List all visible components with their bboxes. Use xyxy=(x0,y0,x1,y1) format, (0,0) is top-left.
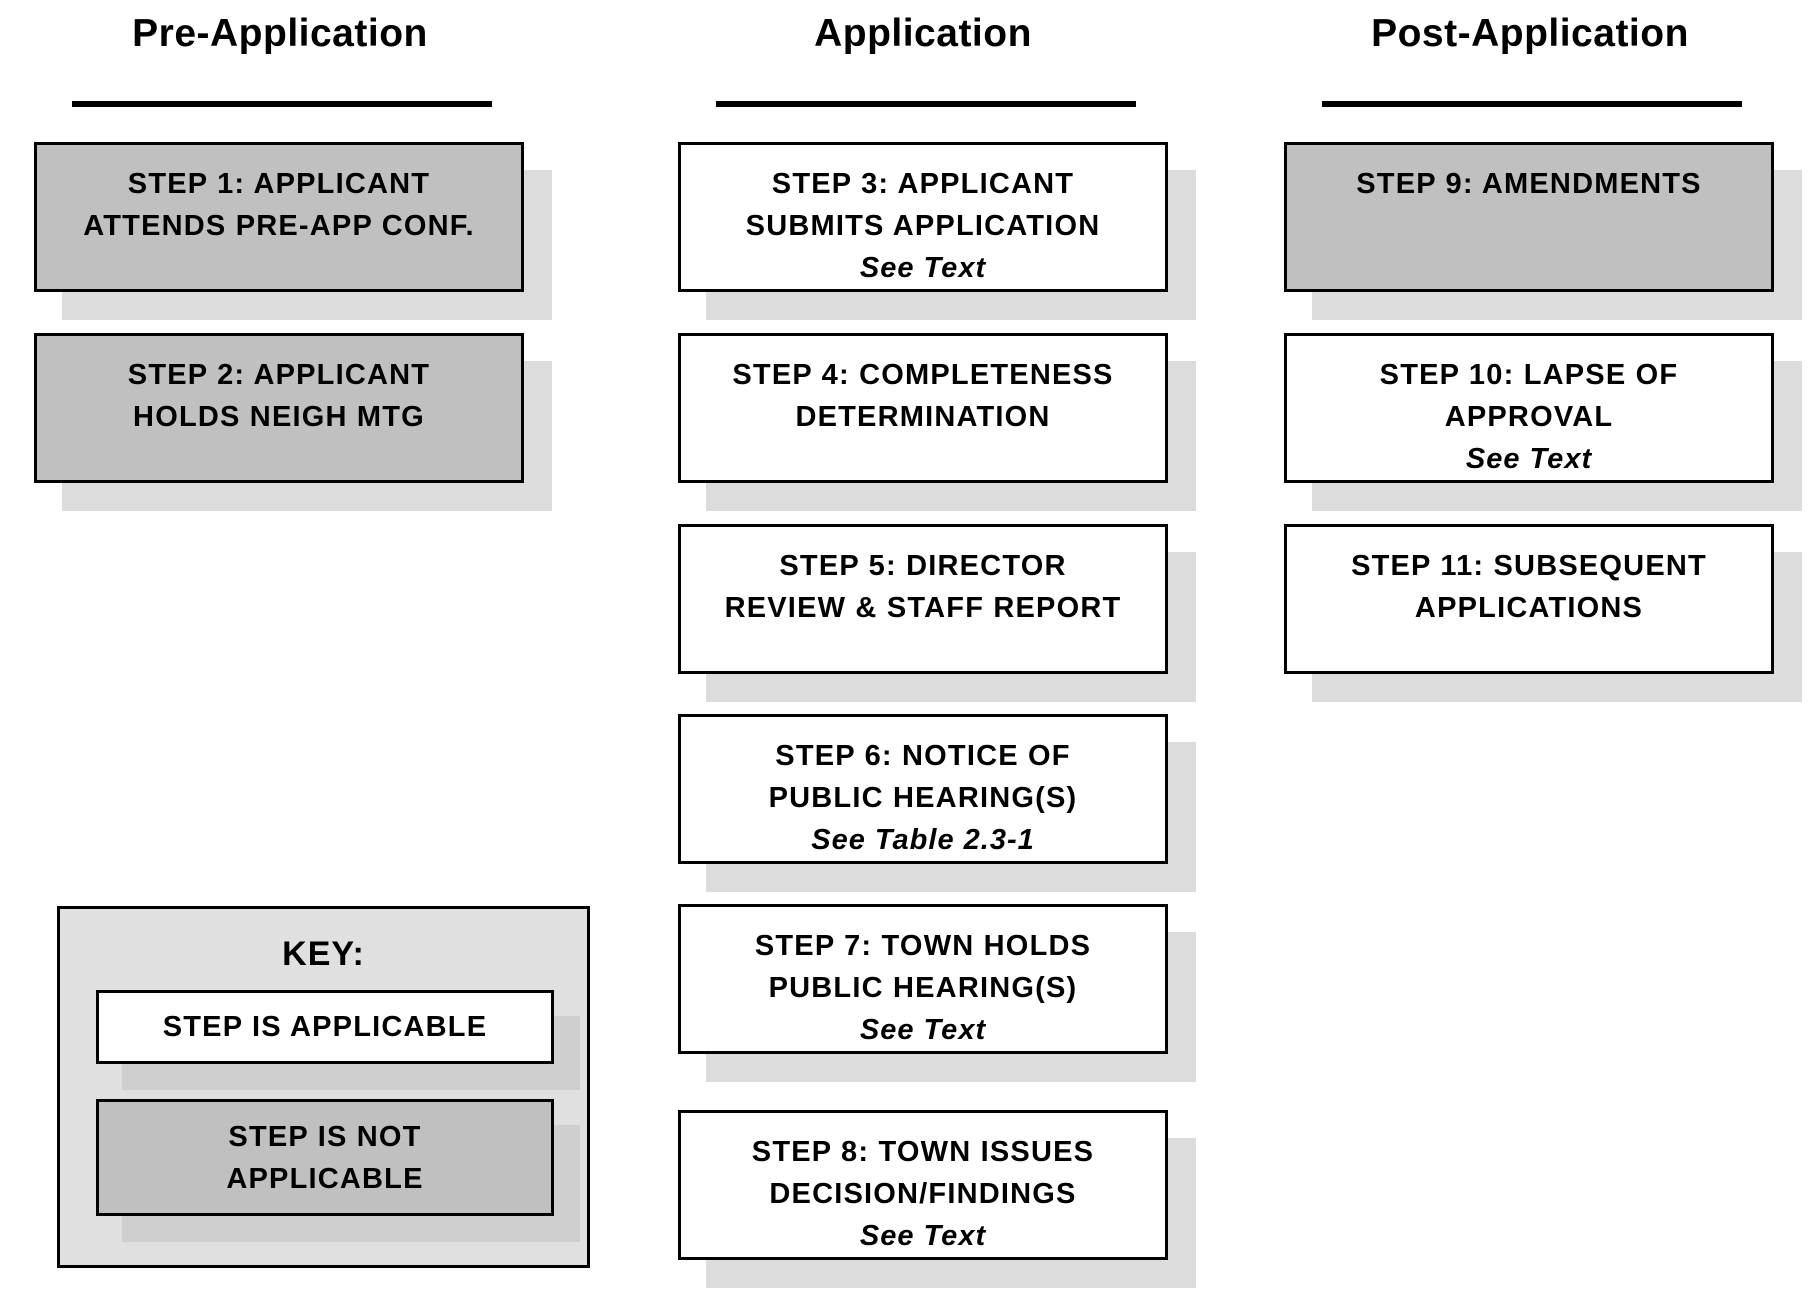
legend-not-applicable-label-line1: STEP IS NOT xyxy=(228,1120,422,1153)
step-4-box: STEP 4: COMPLETENESS DETERMINATION xyxy=(678,333,1168,483)
step-5-box: STEP 5: DIRECTOR REVIEW & STAFF REPORT xyxy=(678,524,1168,674)
step-5-title: STEP 5: DIRECTOR xyxy=(779,550,1067,582)
step-6-title: STEP 6: NOTICE OF xyxy=(775,740,1071,772)
step-9-title: STEP 9: AMENDMENTS xyxy=(1356,168,1702,200)
column-header-application: Application xyxy=(814,12,1032,55)
legend-item-applicable: STEP IS APPLICABLE xyxy=(96,990,554,1064)
step-6-note: See Table 2.3-1 xyxy=(811,824,1035,856)
column-header-pre-application: Pre-Application xyxy=(132,12,428,55)
legend-title: KEY: xyxy=(282,935,365,973)
step-6-subtitle: PUBLIC HEARING(S) xyxy=(768,782,1078,814)
legend-key: KEY: STEP IS APPLICABLE STEP IS NOT APPL… xyxy=(57,906,590,1268)
step-10-note: See Text xyxy=(1465,443,1593,475)
column-divider-application xyxy=(716,101,1136,107)
step-11-subtitle: APPLICATIONS xyxy=(1414,592,1644,624)
step-10-box: STEP 10: LAPSE OF APPROVAL See Text xyxy=(1284,333,1774,483)
step-4-title: STEP 4: COMPLETENESS xyxy=(732,359,1114,391)
step-7-subtitle: PUBLIC HEARING(S) xyxy=(768,972,1078,1004)
step-7-note: See Text xyxy=(859,1014,987,1046)
step-2-box: STEP 2: APPLICANT HOLDS NEIGH MTG xyxy=(34,333,524,483)
step-4-subtitle: DETERMINATION xyxy=(795,401,1051,433)
legend-not-applicable-label-line2: APPLICABLE xyxy=(226,1162,424,1195)
step-8-subtitle: DECISION/FINDINGS xyxy=(769,1178,1077,1210)
legend-applicable-label: STEP IS APPLICABLE xyxy=(162,1011,488,1043)
step-3-title: STEP 3: APPLICANT xyxy=(771,168,1075,200)
step-10-subtitle: APPROVAL xyxy=(1444,401,1614,433)
column-divider-post-application xyxy=(1322,101,1742,107)
step-2-title: STEP 2: APPLICANT xyxy=(127,359,431,391)
step-8-title: STEP 8: TOWN ISSUES xyxy=(751,1136,1095,1168)
step-11-box: STEP 11: SUBSEQUENT APPLICATIONS xyxy=(1284,524,1774,674)
step-8-box: STEP 8: TOWN ISSUES DECISION/FINDINGS Se… xyxy=(678,1110,1168,1260)
step-3-note: See Text xyxy=(859,252,987,284)
column-header-post-application: Post-Application xyxy=(1371,12,1689,55)
step-10-title: STEP 10: LAPSE OF xyxy=(1379,359,1679,391)
step-2-subtitle: HOLDS NEIGH MTG xyxy=(133,401,425,433)
step-11-title: STEP 11: SUBSEQUENT xyxy=(1351,550,1707,582)
step-7-title: STEP 7: TOWN HOLDS xyxy=(754,930,1092,962)
step-8-note: See Text xyxy=(859,1220,987,1252)
legend-item-not-applicable: STEP IS NOT APPLICABLE xyxy=(96,1099,554,1216)
step-1-subtitle: ATTENDS PRE-APP CONF. xyxy=(83,210,475,242)
step-3-subtitle: SUBMITS APPLICATION xyxy=(745,210,1101,242)
step-6-box: STEP 6: NOTICE OF PUBLIC HEARING(S) See … xyxy=(678,714,1168,864)
step-1-title: STEP 1: APPLICANT xyxy=(127,168,431,200)
step-5-subtitle: REVIEW & STAFF REPORT xyxy=(724,592,1122,624)
step-1-box: STEP 1: APPLICANT ATTENDS PRE-APP CONF. xyxy=(34,142,524,292)
step-9-box: STEP 9: AMENDMENTS xyxy=(1284,142,1774,292)
column-divider-pre-application xyxy=(72,101,492,107)
step-7-box: STEP 7: TOWN HOLDS PUBLIC HEARING(S) See… xyxy=(678,904,1168,1054)
step-3-box: STEP 3: APPLICANT SUBMITS APPLICATION Se… xyxy=(678,142,1168,292)
